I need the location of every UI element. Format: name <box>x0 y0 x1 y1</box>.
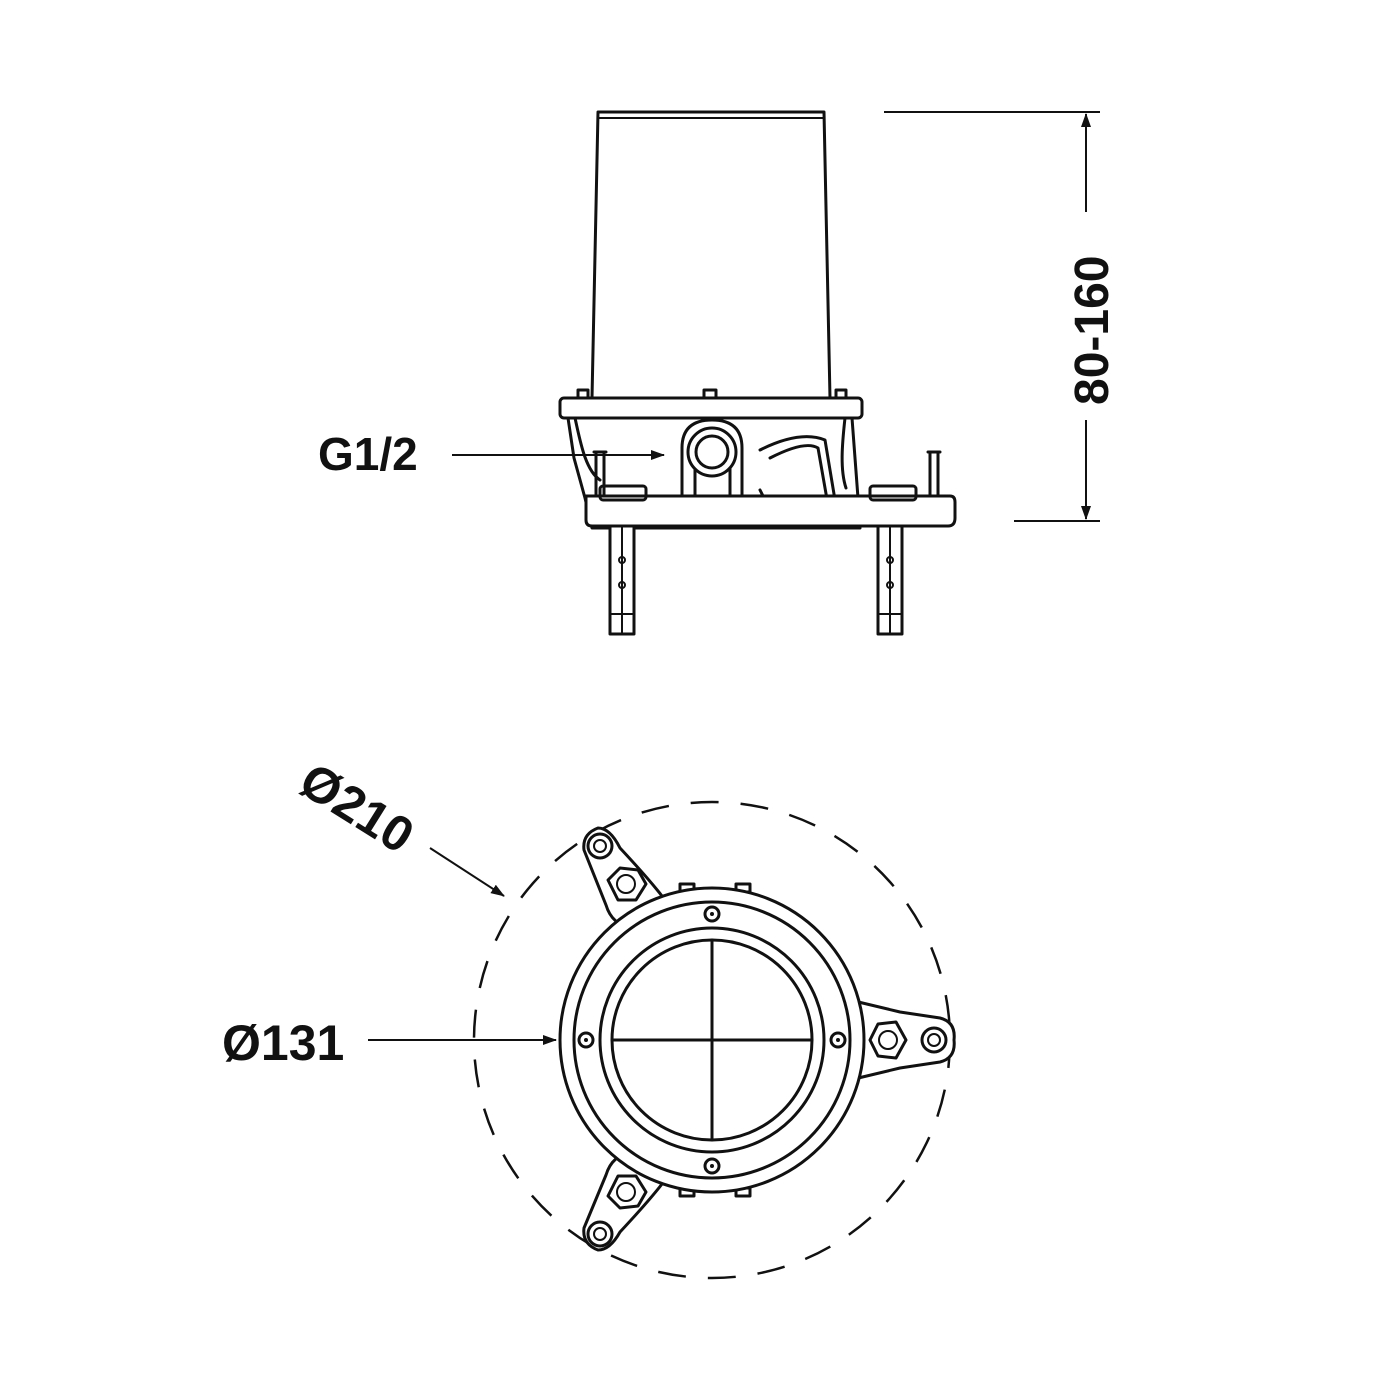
bottom-flange <box>584 494 957 528</box>
top-view <box>472 800 956 1280</box>
inlet-thread-label: G1/2 <box>318 428 418 480</box>
valve-body <box>566 416 862 530</box>
body-diameter-label: Ø131 <box>222 1015 344 1071</box>
body-diameter-callout: Ø131 <box>222 1015 557 1071</box>
sleeve <box>590 110 832 400</box>
height-range-label: 80-160 <box>1066 256 1119 405</box>
side-view <box>558 110 957 636</box>
top-plate <box>558 396 864 420</box>
leg-right <box>876 524 904 636</box>
height-dimension: 80-160 <box>884 111 1119 522</box>
ring-screws <box>577 905 847 1175</box>
outer-diameter-callout: Ø210 <box>290 752 505 897</box>
leg-left <box>608 524 636 636</box>
inlet-callout: G1/2 <box>318 428 665 480</box>
outer-diameter-label: Ø210 <box>290 752 423 864</box>
